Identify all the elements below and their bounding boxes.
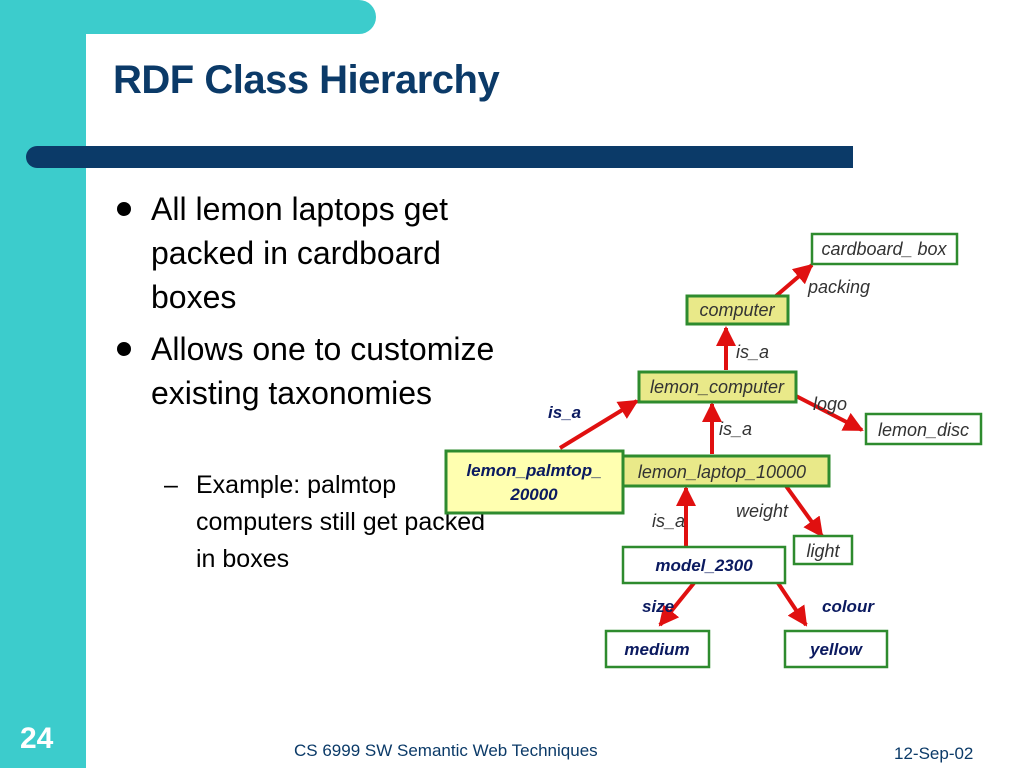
node-label: lemon_computer: [650, 377, 785, 397]
edge-label-size: size: [642, 597, 674, 616]
sub-bullet-text: Example: palmtop computers still get pac…: [196, 471, 486, 573]
bullet-item: All lemon laptops get packed in cardboar…: [113, 187, 533, 319]
bullet-list: All lemon laptops get packed in cardboar…: [113, 187, 533, 423]
footer-course-title: CS 6999 SW Semantic Web Techniques: [294, 741, 598, 760]
edge-label-is-a: is_a: [719, 419, 752, 439]
node-label: lemon_laptop_10000: [638, 462, 806, 482]
node-label: cardboard_ box: [821, 239, 947, 259]
node-label: medium: [624, 640, 689, 659]
title-underline-bar: [26, 146, 853, 168]
slide-title: RDF Class Hierarchy: [113, 58, 500, 102]
slide-number: 24: [20, 722, 54, 755]
edge-label-colour: colour: [822, 597, 875, 616]
node-label-line-1: lemon_palmtop_: [466, 461, 601, 480]
node-light: light: [792, 534, 854, 566]
edge-label-packing: packing: [807, 277, 870, 297]
node-label-line-2: 20000: [509, 485, 558, 504]
node-computer: computer: [685, 294, 790, 326]
node-lemon-computer: lemon_computer: [637, 370, 798, 404]
bullet-dot-icon: [117, 342, 131, 356]
logo-arrow: [795, 394, 864, 432]
edge-label-is-a: is_a: [736, 342, 769, 362]
edge-label-logo: logo: [813, 394, 847, 414]
size-arrow: [658, 581, 696, 627]
edge-label-weight: weight: [736, 501, 789, 521]
node-cardboard-box: cardboard_ box: [810, 232, 959, 266]
weight-arrow: [784, 484, 824, 538]
bullet-text: Allows one to customize existing taxonom…: [151, 331, 495, 411]
node-label: yellow: [809, 640, 864, 659]
node-yellow: yellow: [783, 629, 889, 669]
node-label: computer: [699, 300, 775, 320]
node-lemon-laptop: lemon_laptop_10000: [602, 454, 831, 488]
node-lemon-palmtop: lemon_palmtop_ 20000: [444, 449, 625, 515]
footer-date: 12-Sep-02: [894, 744, 974, 763]
is-a-arrow-palmtop-to-lemon-computer: [558, 399, 639, 450]
node-label: model_2300: [655, 556, 753, 575]
bullet-text: All lemon laptops get packed in cardboar…: [151, 191, 449, 315]
node-medium: medium: [604, 629, 711, 669]
colour-arrow: [776, 581, 808, 627]
sub-bullet-item: – Example: palmtop computers still get p…: [164, 467, 496, 578]
node-lemon-disc: lemon_disc: [864, 412, 983, 446]
edge-label-is-a: is_a: [652, 511, 685, 531]
node-label: light: [806, 541, 840, 561]
sub-bullet-dash: –: [164, 471, 178, 499]
edge-label-is-a: is_a: [548, 403, 581, 422]
top-accent-band: [0, 0, 376, 34]
node-model-2300: model_2300: [621, 545, 787, 585]
left-accent-band: [0, 0, 86, 768]
bullet-item: Allows one to customize existing taxonom…: [113, 327, 533, 415]
bullet-dot-icon: [117, 202, 131, 216]
packing-arrow: [774, 263, 814, 298]
node-label: lemon_disc: [878, 420, 969, 440]
